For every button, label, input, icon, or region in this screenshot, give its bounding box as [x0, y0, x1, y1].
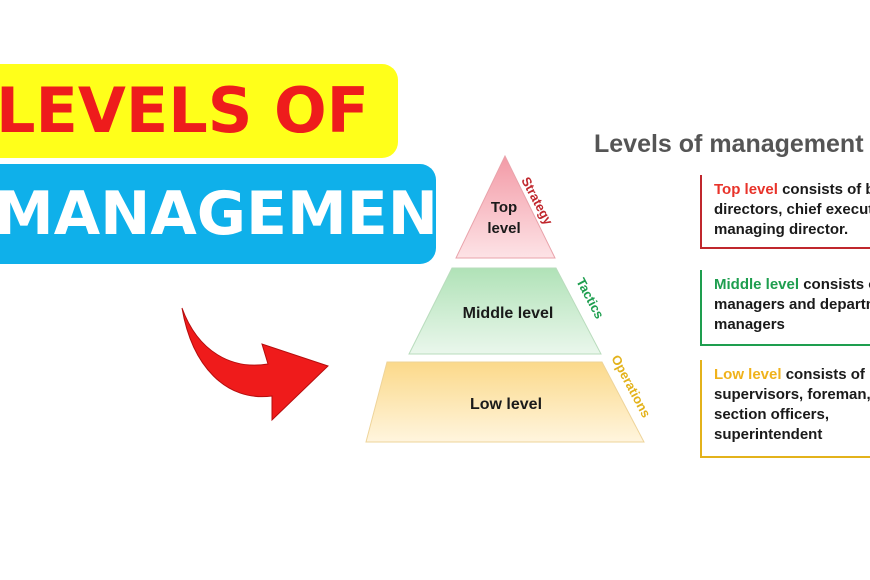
- desc-text: directors, chief executive,: [714, 201, 870, 218]
- desc-text: section officers,: [714, 406, 830, 423]
- panel-title: Levels of management: [594, 130, 864, 158]
- tier-label-top-line1: Top: [491, 199, 517, 216]
- desc-lead: Middle level: [714, 276, 800, 293]
- pyramid-tier-low: [365, 361, 645, 443]
- desc-lead: Top level: [714, 181, 778, 198]
- description-middle-level: Middle level consists of managers and de…: [700, 270, 870, 346]
- desc-text: managers and departmental: [714, 296, 870, 313]
- desc-text: supervisors, foreman,: [714, 386, 870, 403]
- desc-text: superintendent: [714, 426, 823, 443]
- desc-text: managers: [714, 316, 785, 333]
- desc-text: consists of board of: [782, 181, 870, 198]
- desc-text: consists of: [803, 276, 870, 293]
- desc-lead: Low level: [714, 366, 782, 383]
- title-banner-line1: LEVELS OF: [0, 64, 398, 158]
- description-low-level: Low level consists of supervisors, forem…: [700, 360, 870, 458]
- tier-label-top-line2: level: [487, 220, 520, 237]
- desc-text: consists of: [781, 366, 865, 383]
- tier-label-low: Low level: [470, 396, 542, 413]
- pyramid-tier-top: [455, 154, 556, 259]
- curved-arrow-icon: [181, 307, 329, 422]
- desc-text: managing director.: [714, 221, 849, 238]
- tier-label-middle: Middle level: [463, 305, 554, 322]
- description-top-level: Top level consists of board of directors…: [700, 175, 870, 249]
- pyramid-tier-middle: [408, 267, 602, 355]
